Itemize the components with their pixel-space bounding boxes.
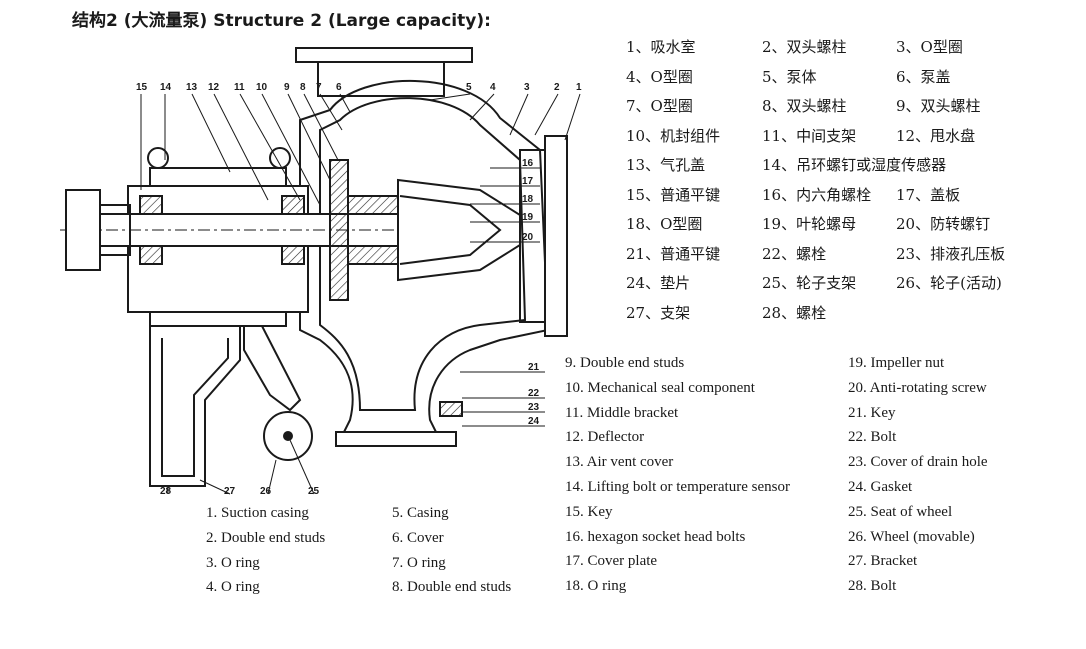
callout-20: 20 [522, 232, 534, 243]
legend-en-item: 24. Gasket [848, 479, 913, 495]
lifting-eye-left [147, 147, 169, 169]
legend-cn-item: 6、泵盖 [896, 67, 951, 86]
callout-18: 18 [522, 194, 534, 205]
legend-en-item: 20. Anti-rotating screw [848, 379, 987, 396]
legend-cn-item: 22、螺栓 [762, 244, 827, 263]
callout-6: 6 [336, 82, 342, 93]
legend-cn-item: 17、盖板 [896, 185, 961, 204]
legend-cn-item: 26、轮子(活动) [896, 274, 1002, 292]
callout-27: 27 [224, 486, 236, 497]
legend-cn-item: 11、中间支架 [762, 126, 857, 145]
legend-en-item: 22. Bolt [848, 429, 897, 446]
wheel-seat [243, 325, 302, 412]
legend-en-item: 14. Lifting bolt or temperature sensor [565, 479, 790, 495]
legend-en-item: 10. Mechanical seal component [565, 379, 755, 396]
legend-en-item: 17. Cover plate [565, 553, 658, 570]
legend-en-item: 13. Air vent cover [565, 454, 674, 471]
callout-21: 21 [528, 362, 540, 373]
legend-en-item: 1. Suction casing [206, 505, 309, 521]
legend-en-item: 23. Cover of drain hole [848, 454, 988, 471]
legend-cn-item: 13、气孔盖 [626, 156, 706, 174]
legend-cn-item: 18、O型圈 [626, 215, 703, 233]
callout-28: 28 [160, 486, 172, 497]
callout-22: 22 [528, 388, 540, 399]
lifting-eye-right [269, 147, 291, 169]
callout-13: 13 [186, 82, 198, 93]
legend-en-item: 26. Wheel (movable) [848, 528, 975, 545]
legend-en-item: 18. O ring [565, 578, 627, 595]
callout-8: 8 [300, 82, 306, 93]
callout-23: 23 [528, 402, 540, 413]
diagram-title: 结构2 (大流量泵) Structure 2 (Large capacity): [72, 11, 491, 31]
callout-25: 25 [308, 486, 320, 497]
legend-en-item: 28. Bolt [848, 578, 897, 595]
volute-casing [299, 79, 550, 441]
legend-cn-item: 7、O型圈 [626, 97, 693, 115]
legend-en-item: 9. Double end studs [565, 355, 685, 371]
legend-cn-item: 14、吊环螺钉或湿度传感器 [762, 156, 947, 174]
callout-4: 4 [490, 82, 496, 93]
callout-10: 10 [256, 82, 268, 93]
pump-cover [329, 159, 349, 301]
legend-cn-item: 20、防转螺钉 [896, 215, 991, 233]
legend-cn-item: 5、泵体 [762, 67, 817, 86]
suction-neck [317, 62, 445, 97]
legend-en-item: 27. Bracket [848, 553, 918, 570]
legend-cn-item: 4、O型圈 [626, 67, 693, 86]
legend-en-item: 4. O ring [206, 579, 260, 596]
legend-cn-item: 27、支架 [626, 303, 691, 322]
legend-en-item: 19. Impeller nut [848, 355, 945, 371]
legend-cn-item: 8、双头螺柱 [762, 97, 847, 115]
callout-24: 24 [528, 416, 540, 427]
callout-17: 17 [522, 176, 534, 187]
legend-cn-item: 21、普通平键 [626, 244, 721, 263]
legend-cn-item: 19、叶轮螺母 [762, 215, 857, 233]
legend-en-item: 5. Casing [392, 505, 449, 521]
callout-1: 1 [576, 82, 582, 93]
callout-7: 7 [316, 82, 322, 93]
legend-en-item: 7. O ring [392, 554, 446, 571]
legend-en-item: 8. Double end studs [392, 579, 512, 596]
coupling-flange [65, 189, 101, 271]
legend-cn-item: 10、机封组件 [626, 126, 721, 145]
legend-cn-item: 2、双头螺柱 [762, 38, 847, 56]
legend-cn-item: 25、轮子支架 [762, 274, 857, 292]
legend-en-item: 6. Cover [392, 529, 444, 546]
legend-cn-item: 12、甩水盘 [896, 126, 976, 145]
legend-en-item: 15. Key [565, 503, 613, 520]
callout-9: 9 [284, 82, 290, 93]
outlet-flange [544, 135, 568, 337]
legend-cn-item: 16、内六角螺栓 [762, 185, 872, 204]
legend-en-item: 3. O ring [206, 554, 260, 571]
discharge-flange [335, 431, 457, 447]
impeller [397, 178, 521, 282]
suction-flange [295, 47, 473, 63]
legend-cn-item: 28、螺栓 [762, 303, 827, 322]
callout-19: 19 [522, 212, 534, 223]
legend-cn-item: 9、双头螺柱 [896, 97, 981, 115]
legend-en-item: 21. Key [848, 404, 896, 421]
legend-cn-item: 1、吸水室 [626, 38, 696, 56]
legend-cn-item: 23、排液孔压板 [896, 244, 1006, 263]
callout-15: 15 [136, 82, 148, 93]
support-bracket [149, 326, 241, 487]
legend-cn-item: 15、普通平键 [626, 185, 721, 204]
callout-5: 5 [466, 82, 472, 93]
callout-11: 11 [234, 82, 245, 93]
legend-en-item: 2. Double end studs [206, 529, 326, 546]
callout-16: 16 [522, 158, 534, 169]
legend-en-item: 25. Seat of wheel [848, 503, 953, 520]
callout-2: 2 [554, 82, 560, 93]
callout-14: 14 [160, 82, 172, 93]
legend-cn-item: 24、垫片 [626, 274, 691, 292]
callout-12: 12 [208, 82, 220, 93]
legend-en-item: 11. Middle bracket [565, 404, 679, 421]
legend-cn-item: 3、O型圈 [896, 38, 963, 56]
callout-3: 3 [524, 82, 530, 93]
legend-en-item: 12. Deflector [565, 429, 645, 446]
callout-26: 26 [260, 486, 272, 497]
legend-en-item: 16. hexagon socket head bolts [565, 528, 746, 545]
